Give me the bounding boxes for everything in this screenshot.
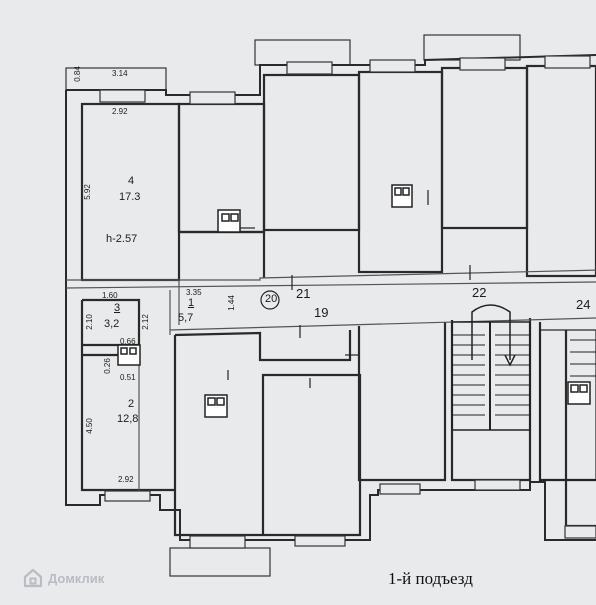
dim-026: 0.26 xyxy=(102,358,112,374)
room-4-height: h-2.57 xyxy=(106,233,138,245)
watermark-text: Домклик xyxy=(48,570,105,586)
door-ticks xyxy=(227,190,471,388)
dim-292-top: 2.92 xyxy=(112,107,128,116)
label-20: 20 xyxy=(265,293,278,305)
room-3-area: 3,2 xyxy=(104,318,120,330)
room-2-area: 12,8 xyxy=(117,413,139,425)
dim-051: 0.51 xyxy=(120,373,136,382)
windows xyxy=(99,55,596,549)
dim-450: 4.50 xyxy=(84,418,94,434)
room-1-area: 5,7 xyxy=(178,312,194,324)
dim-066: 0.66 xyxy=(120,337,136,346)
room-2-number: 2 xyxy=(128,398,135,410)
room-4-area: 17.3 xyxy=(119,191,141,203)
dim-212: 2.12 xyxy=(140,314,150,330)
marker-circle xyxy=(260,290,280,310)
watermark: Домклик xyxy=(22,568,104,588)
dim-592: 5.92 xyxy=(82,184,92,200)
house-icon xyxy=(23,568,43,588)
dim-292-bottom: 2.92 xyxy=(118,475,134,484)
label-24: 24 xyxy=(576,297,591,312)
room-1-number: 1 xyxy=(188,297,195,309)
label-21: 21 xyxy=(296,286,311,301)
room-3-number-label: 3 xyxy=(114,302,121,314)
staircase xyxy=(451,304,596,481)
dim-335: 3.35 xyxy=(186,288,202,297)
balcony-bottom xyxy=(169,547,271,577)
dim-210: 2.10 xyxy=(84,314,94,330)
dim-160: 1.60 xyxy=(102,291,118,300)
inner-walls xyxy=(80,64,596,537)
outer-walls xyxy=(65,54,596,541)
plumbing-stacks xyxy=(117,184,591,418)
room-4-number: 4 xyxy=(128,175,135,187)
dim-144: 1.44 xyxy=(226,295,236,311)
dim-084: 0.84 xyxy=(72,66,82,82)
corridor-lines xyxy=(65,269,596,500)
label-22: 22 xyxy=(472,285,487,300)
entrance-title: 1-й подъезд xyxy=(388,569,473,588)
label-19: 19 xyxy=(314,305,329,320)
dim-314: 3.14 xyxy=(112,69,128,78)
